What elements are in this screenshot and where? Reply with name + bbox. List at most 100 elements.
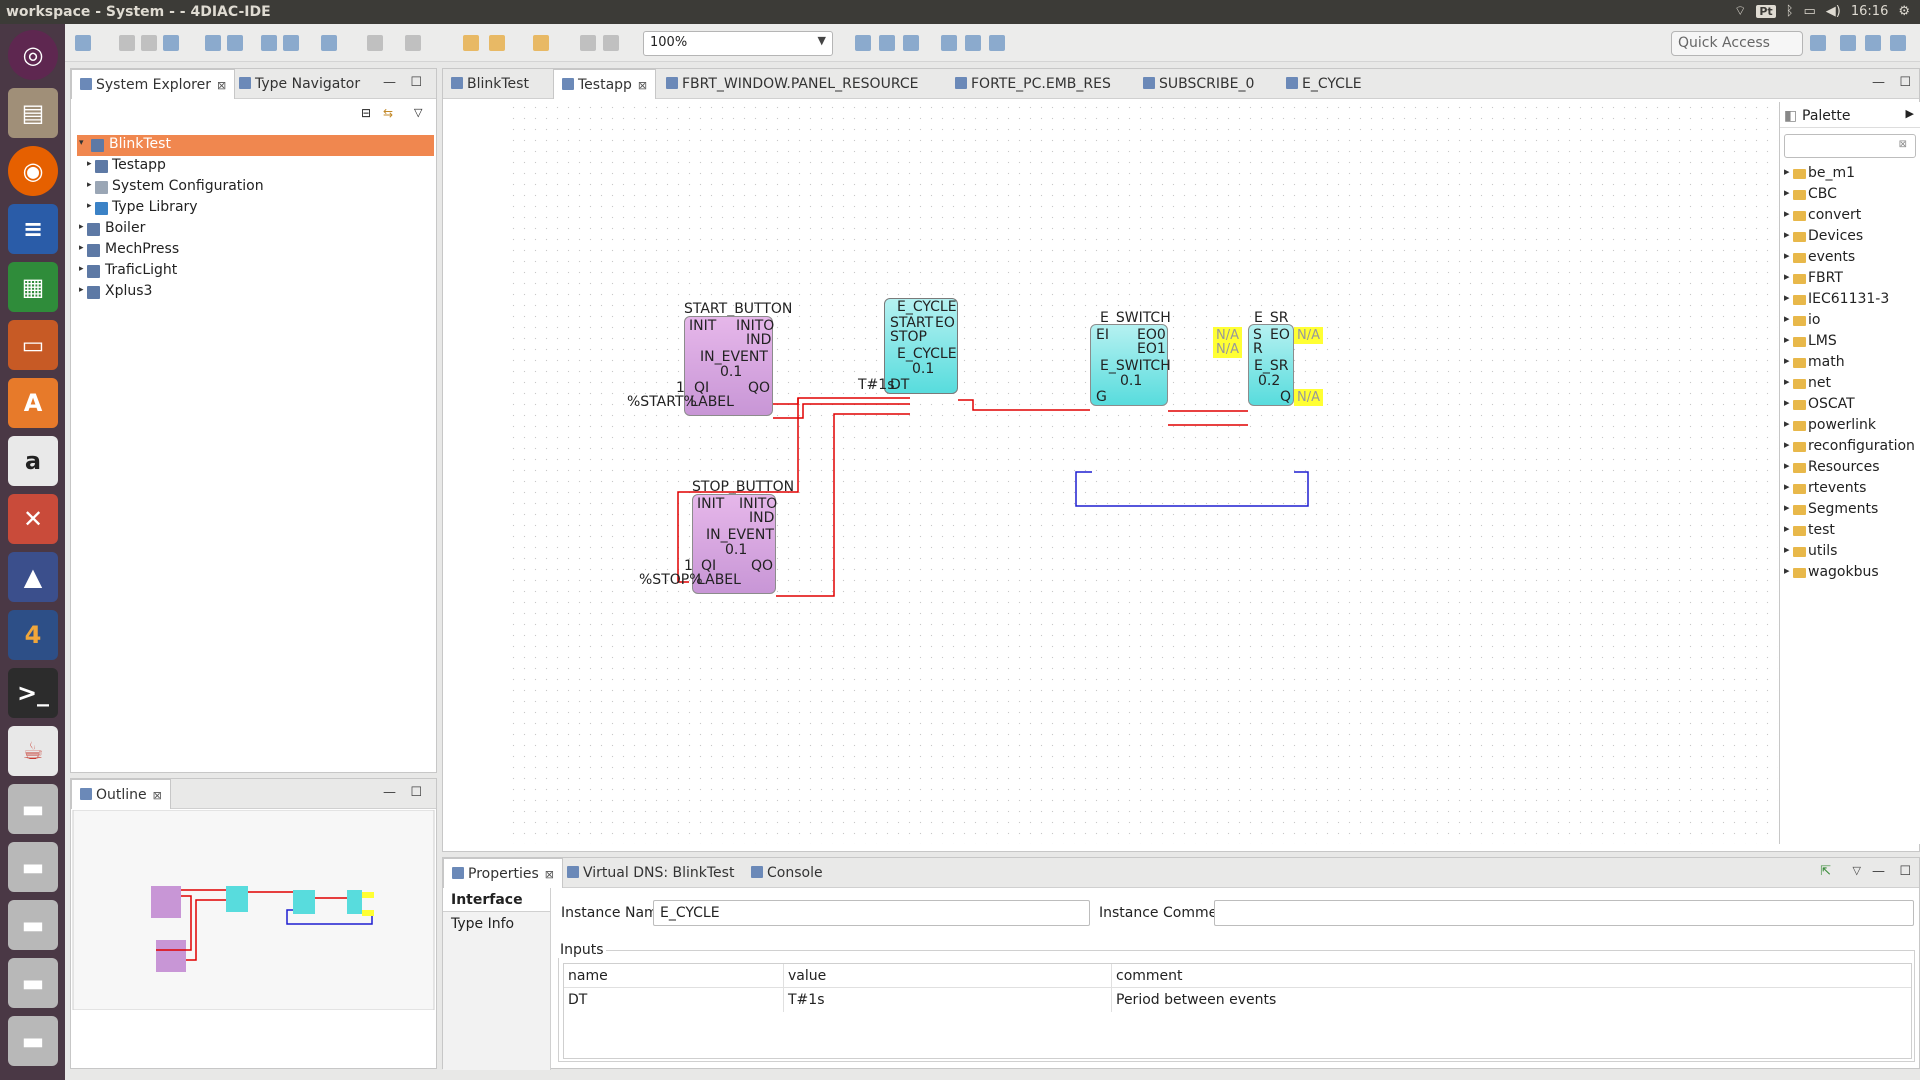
column-header-comment[interactable]: comment	[1116, 968, 1183, 984]
tab-properties[interactable]: Properties⊠	[443, 858, 563, 888]
drive-icon[interactable]: ▬	[8, 900, 58, 950]
save-icon[interactable]	[119, 35, 135, 51]
print-icon[interactable]	[163, 35, 179, 51]
quick-access-field[interactable]: Quick Access	[1671, 31, 1803, 56]
fb-stop-button-title[interactable]: STOP_BUTTON	[692, 479, 795, 495]
tree-item-type-library[interactable]: ▸ Type Library	[87, 199, 198, 215]
libreoffice-writer-icon[interactable]: ≡	[8, 204, 58, 254]
palette-folder-item[interactable]: CBC	[1780, 185, 1920, 206]
open-perspective-icon[interactable]	[1810, 35, 1826, 51]
fb-start-button[interactable]	[684, 316, 773, 416]
align-center-icon[interactable]	[879, 35, 895, 51]
clock[interactable]: 16:16	[1850, 3, 1889, 19]
chevron-right-icon[interactable]: ▸	[79, 264, 84, 274]
palette-folder-item[interactable]: rtevents	[1780, 479, 1920, 500]
palette-collapse-icon[interactable]: ▶	[1905, 107, 1914, 120]
tab-outline[interactable]: Outline⊠	[71, 779, 171, 809]
firefox-icon[interactable]: ◉	[8, 146, 58, 196]
software-center-icon[interactable]: A	[8, 378, 58, 428]
na-marker[interactable]: N/A	[1213, 327, 1242, 344]
tab-blinktest[interactable]: BlinkTest	[443, 69, 537, 99]
prev-annotation-icon[interactable]	[405, 35, 421, 51]
monitor-icon[interactable]	[261, 35, 277, 51]
link-with-editor-icon[interactable]: ⇆	[383, 106, 394, 120]
drive-icon[interactable]: ▬	[8, 784, 58, 834]
palette-folder-item[interactable]: net	[1780, 374, 1920, 395]
maximize-icon[interactable]: ☐	[1899, 75, 1911, 90]
port-r[interactable]: R	[1253, 341, 1263, 357]
fb-e-switch-title[interactable]: E_SWITCH	[1100, 310, 1171, 326]
clear-icon[interactable]: ⊠	[1898, 139, 1907, 150]
palette-folder-item[interactable]: test	[1780, 521, 1920, 542]
port-ind[interactable]: IND	[746, 332, 772, 348]
tab-interface[interactable]: Interface	[443, 888, 550, 912]
last-edit-icon[interactable]	[463, 35, 479, 51]
close-icon[interactable]: ⊠	[544, 868, 554, 881]
power-gear-icon[interactable]: ⚙	[1898, 3, 1910, 19]
port-eo0[interactable]: EO0	[1137, 327, 1166, 343]
align-middle-icon[interactable]	[965, 35, 981, 51]
system-settings-icon[interactable]: ✕	[8, 494, 58, 544]
cell-name[interactable]: DT	[568, 992, 588, 1008]
palette-folder-item[interactable]: wagokbus	[1780, 563, 1920, 584]
fb-e-switch[interactable]	[1090, 324, 1168, 406]
tab-virtual-dns[interactable]: Virtual DNS: BlinkTest	[559, 858, 742, 888]
download-icon[interactable]	[227, 35, 243, 51]
palette-folder-item[interactable]: LMS	[1780, 332, 1920, 353]
fb-e-sr[interactable]	[1248, 324, 1294, 406]
perspective-deployment-icon[interactable]	[1865, 35, 1881, 51]
tree-item-testapp[interactable]: ▸ Testapp	[87, 157, 166, 173]
chevron-right-icon[interactable]: ▸	[87, 159, 92, 169]
param-label-value[interactable]: %STOP%	[639, 572, 703, 588]
tree-item-traficlight[interactable]: ▸ TraficLight	[79, 262, 178, 278]
table-row[interactable]: DT T#1s Period between events	[564, 988, 1911, 1012]
minimize-icon[interactable]: —	[383, 785, 396, 800]
fb-start-button-title[interactable]: START_BUTTON	[684, 301, 793, 317]
palette-folder-item[interactable]: OSCAT	[1780, 395, 1920, 416]
palette-folder-item[interactable]: utils	[1780, 542, 1920, 563]
palette-folder-item[interactable]: convert	[1780, 206, 1920, 227]
port-eo[interactable]: EO	[1270, 327, 1290, 343]
minimize-icon[interactable]: —	[1872, 864, 1885, 879]
ubuntu-dash-icon[interactable]: ◎	[8, 30, 58, 80]
align-right-icon[interactable]	[903, 35, 919, 51]
chevron-right-icon[interactable]: ▸	[87, 201, 92, 211]
port-label[interactable]: LABEL	[697, 572, 741, 588]
4diac-ide-icon[interactable]: 4	[8, 610, 58, 660]
port-q[interactable]: Q	[1280, 389, 1292, 405]
close-icon[interactable]: ⊠	[152, 789, 162, 802]
redo-icon[interactable]	[603, 35, 619, 51]
tree-item-boiler[interactable]: ▸ Boiler	[79, 220, 146, 236]
tab-system-explorer[interactable]: System Explorer⊠	[71, 69, 236, 99]
palette-search-input[interactable]: ⊠	[1784, 134, 1916, 158]
libreoffice-impress-icon[interactable]: ▭	[8, 320, 58, 370]
tab-type-info[interactable]: Type Info	[451, 916, 515, 932]
files-icon[interactable]: ▤	[8, 88, 58, 138]
palette-folder-item[interactable]: IEC61131-3	[1780, 290, 1920, 311]
fb-e-sr-title[interactable]: E_SR	[1254, 310, 1289, 326]
chevron-right-icon[interactable]: ▸	[87, 180, 92, 190]
close-icon[interactable]: ⊠	[637, 79, 648, 92]
fb-e-cycle[interactable]	[884, 298, 958, 394]
port-s[interactable]: S	[1253, 327, 1262, 343]
param-label-value[interactable]: %START%	[627, 394, 697, 410]
fb-network-canvas[interactable]: START_BUTTON INIT INITO IND IN_EVENT 0.1…	[508, 102, 1778, 844]
maximize-icon[interactable]: ☐	[410, 75, 422, 90]
tab-forte-pc-emb-res[interactable]: FORTE_PC.EMB_RES	[947, 69, 1119, 99]
tab-subscribe-0[interactable]: SUBSCRIBE_0	[1135, 69, 1262, 99]
search-icon[interactable]	[321, 35, 337, 51]
align-top-icon[interactable]	[941, 35, 957, 51]
na-marker[interactable]: N/A	[1294, 327, 1323, 344]
palette-folder-item[interactable]: Devices	[1780, 227, 1920, 248]
tree-item-xplus3[interactable]: ▸ Xplus3	[79, 283, 153, 299]
param-qi-value[interactable]: 1	[676, 380, 685, 396]
tab-e-cycle[interactable]: E_CYCLE	[1278, 69, 1370, 99]
chevron-right-icon[interactable]: ▸	[79, 222, 84, 232]
palette-folder-item[interactable]: Resources	[1780, 458, 1920, 479]
minimize-icon[interactable]: —	[383, 75, 396, 90]
fb-stop-button[interactable]	[692, 494, 776, 594]
app-triangle-icon[interactable]: ▲	[8, 552, 58, 602]
palette-folder-item[interactable]: math	[1780, 353, 1920, 374]
port-ei[interactable]: EI	[1096, 327, 1109, 343]
java-icon[interactable]: ☕	[8, 726, 58, 776]
